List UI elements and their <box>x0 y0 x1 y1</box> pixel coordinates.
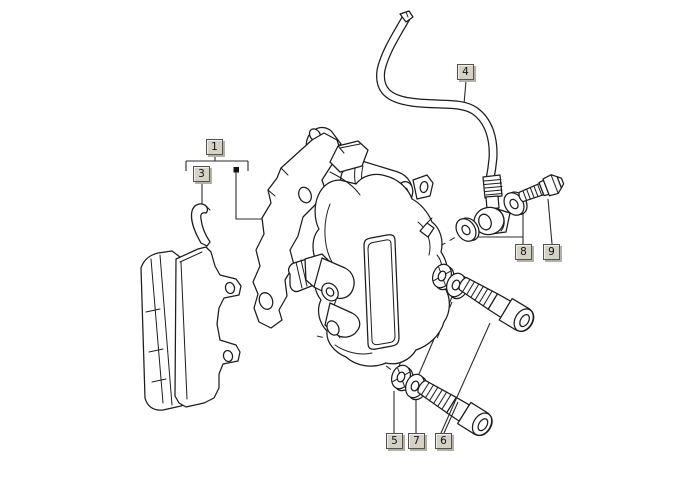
callout-number-7: 7 <box>413 434 420 447</box>
caliper-bridge <box>329 140 369 173</box>
callout-box-8[interactable]: 8 <box>515 244 532 260</box>
banjo-fitting <box>473 195 511 236</box>
callout-number-1: 1 <box>211 140 218 153</box>
hose-ferrule <box>482 174 503 199</box>
callout-number-4: 4 <box>462 65 469 78</box>
callout-box-4[interactable]: 4 <box>457 64 474 80</box>
caliper-pad-window <box>363 234 400 350</box>
callout-number-8: 8 <box>520 245 527 258</box>
pad-set-marker <box>233 167 239 173</box>
banjo-bolt <box>515 171 567 208</box>
pad-spring-clip <box>190 203 211 247</box>
callout-number-5: 5 <box>391 434 398 447</box>
callout-number-6: 6 <box>440 434 447 447</box>
callout-box-5[interactable]: 5 <box>386 433 403 449</box>
mount-bolt-upper <box>453 271 539 337</box>
caliper-piston <box>288 253 361 338</box>
callout-box-9[interactable]: 9 <box>543 244 560 260</box>
mount-bolt-lower <box>412 374 497 441</box>
brake-hose <box>376 10 498 184</box>
callout-number-9: 9 <box>548 245 555 258</box>
leader-lines-top <box>440 322 491 434</box>
brake-pad-front <box>174 246 242 408</box>
callout-box-6[interactable]: 6 <box>435 433 452 449</box>
callout-box-3[interactable]: 3 <box>193 166 210 182</box>
callout-box-7[interactable]: 7 <box>408 433 425 449</box>
callout-number-3: 3 <box>198 167 205 180</box>
caliper-bracket <box>252 132 342 329</box>
callout-box-1[interactable]: 1 <box>206 139 223 155</box>
